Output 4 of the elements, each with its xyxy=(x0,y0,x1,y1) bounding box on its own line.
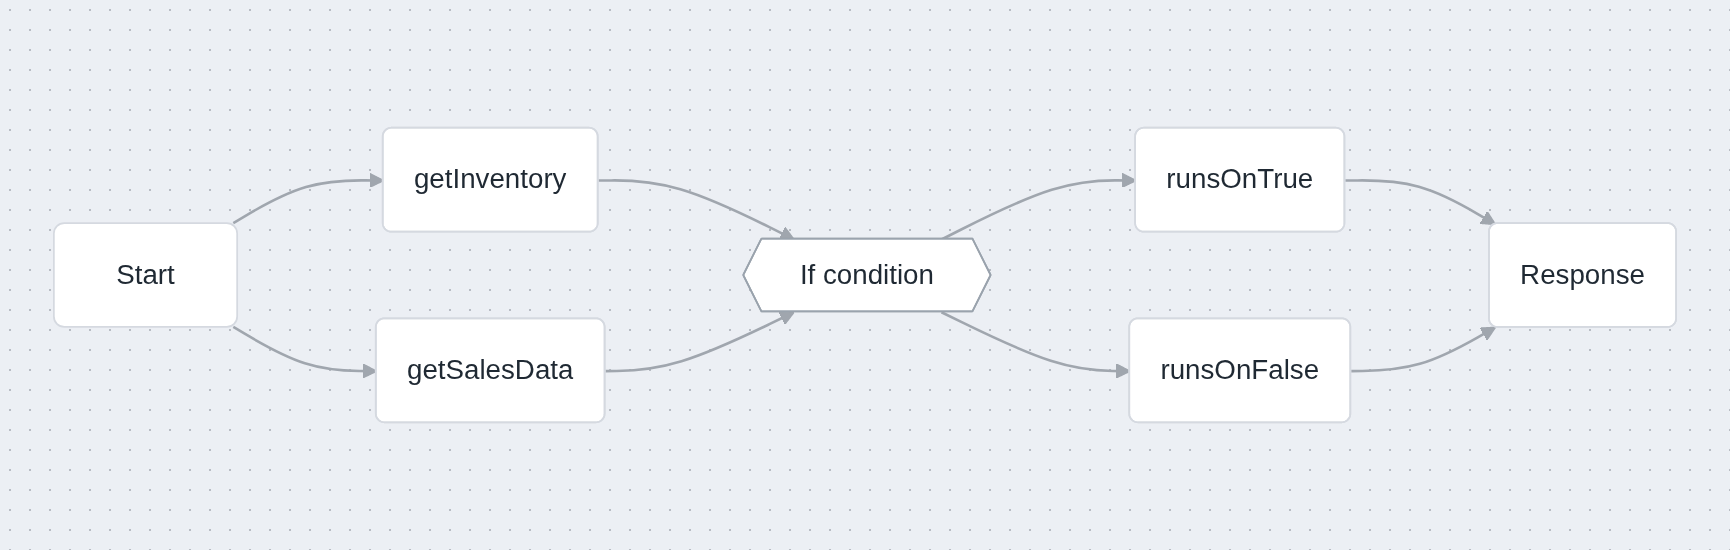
arrow xyxy=(1345,179,1497,226)
arrow xyxy=(1351,326,1497,373)
node-box: Start xyxy=(53,222,239,328)
arrow xyxy=(605,311,795,373)
